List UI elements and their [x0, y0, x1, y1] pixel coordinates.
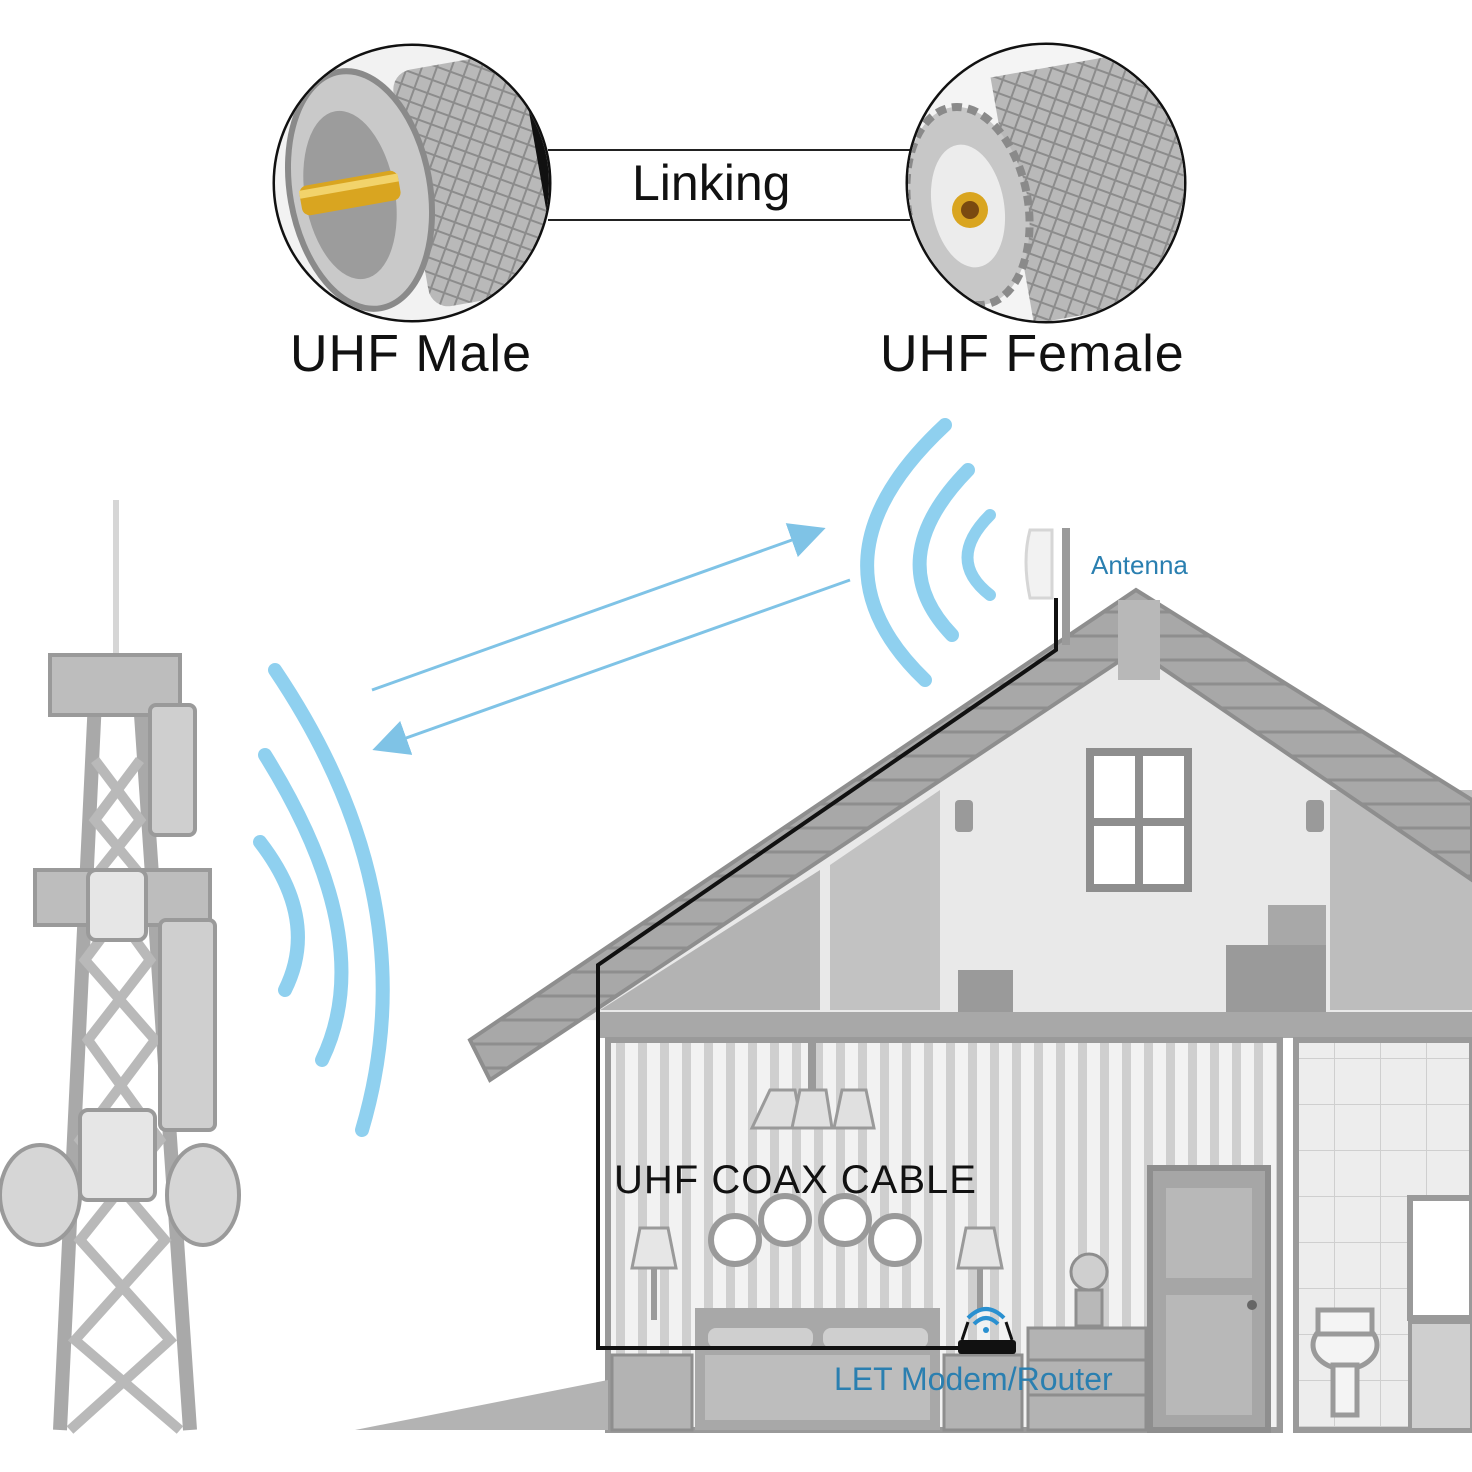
- antenna-label: Antenna: [1091, 550, 1188, 580]
- linking-bracket: [548, 149, 910, 221]
- coax-cable-label: UHF COAX CABLE: [614, 1158, 977, 1202]
- uhf-male-connector-icon: [272, 43, 552, 323]
- router-icon: [958, 1307, 1016, 1354]
- router-label: LET Modem/Router: [834, 1361, 1113, 1397]
- tower-signal-waves: [253, 663, 390, 1137]
- uhf-female-connector-icon: [905, 42, 1187, 324]
- panel-antenna-icon: [1024, 528, 1070, 645]
- linking-label: Linking: [632, 155, 791, 211]
- signal-arrows: [371, 523, 851, 755]
- cell-tower-icon: [0, 500, 241, 1434]
- house-icon: [355, 587, 1472, 1433]
- coax-cable-line: [596, 598, 1058, 1350]
- antenna-signal-waves: [860, 418, 996, 687]
- uhf-male-label: UHF Male: [290, 325, 533, 383]
- uhf-female-label: UHF Female: [880, 325, 1185, 383]
